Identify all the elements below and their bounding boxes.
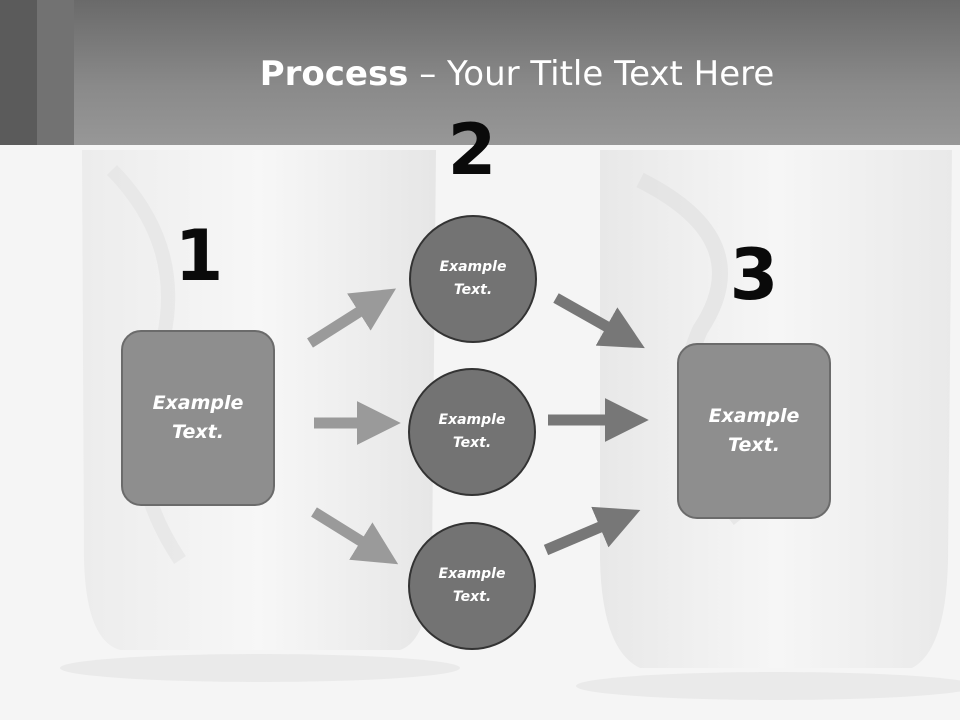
step-3-text: Example Text. bbox=[708, 405, 800, 456]
step-2-circle-middle: Example Text. bbox=[408, 368, 536, 496]
title-bar: Process – Your Title Text Here bbox=[0, 0, 960, 145]
slide-title-rest: – Your Title Text Here bbox=[408, 54, 775, 94]
step-number-2: 2 bbox=[447, 109, 497, 191]
step-1-text: Example Text. bbox=[152, 392, 244, 443]
step-2-circle-top-text: Example Text. bbox=[439, 259, 507, 298]
slide-title-bold: Process bbox=[259, 54, 409, 94]
step-number-1: 1 bbox=[174, 215, 224, 297]
step-2-circle-middle-text: Example Text. bbox=[438, 412, 506, 451]
title-bar-accent-mid bbox=[37, 0, 74, 145]
step-1-box: Example Text. bbox=[121, 330, 275, 506]
step-2-circle-top: Example Text. bbox=[409, 215, 537, 343]
slide-title: Process – Your Title Text Here bbox=[74, 52, 960, 96]
arrow-1-to-2c bbox=[311, 507, 399, 565]
title-bar-accent-dark bbox=[0, 0, 37, 145]
step-number-3: 3 bbox=[729, 234, 779, 316]
step-2-circle-bottom-text: Example Text. bbox=[438, 566, 506, 605]
arrow-2c-to-3 bbox=[543, 506, 641, 556]
arrow-2a-to-3 bbox=[553, 293, 645, 349]
step-2-circle-bottom: Example Text. bbox=[408, 522, 536, 650]
step-3-box: Example Text. bbox=[677, 343, 831, 519]
arrow-1-to-2a bbox=[307, 288, 397, 348]
